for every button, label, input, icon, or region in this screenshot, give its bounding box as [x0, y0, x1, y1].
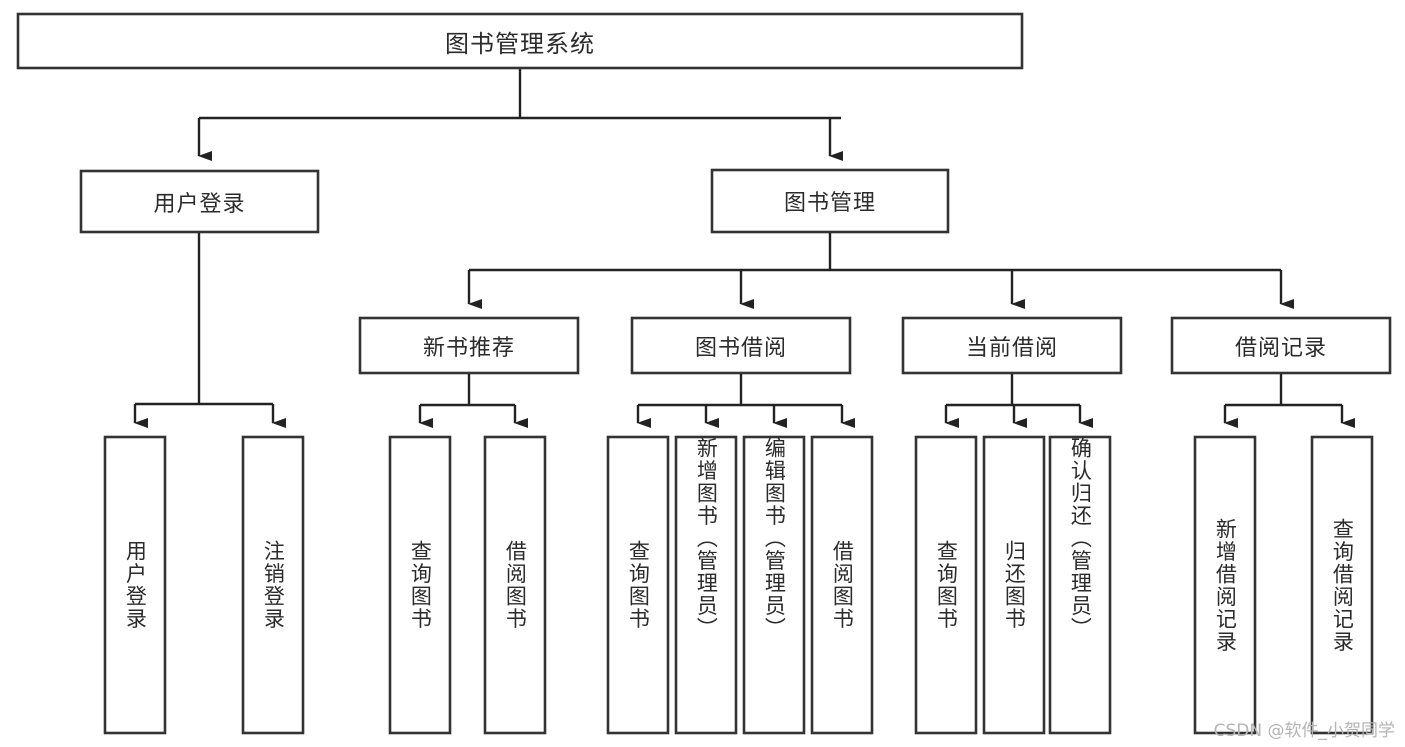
node-box-add-borrow-record[interactable]: [1193, 435, 1257, 735]
node-box-borrow-book-1[interactable]: [483, 435, 547, 735]
node-box-query-book-1[interactable]: [388, 435, 452, 735]
node-box-query-borrow-record[interactable]: [1310, 435, 1374, 735]
node-box-root[interactable]: [16, 12, 1024, 70]
connector-book-borrow-to-leaves: [636, 373, 855, 428]
watermark-text: CSDN @软件_小贺同学: [1213, 721, 1395, 741]
node-box-query-book-3[interactable]: [914, 435, 978, 735]
connector-book-manage-to-level2: [467, 232, 1294, 309]
node-box-current-borrow[interactable]: [901, 316, 1123, 375]
node-box-edit-book-admin[interactable]: [742, 435, 806, 735]
node-box-user-login-do[interactable]: [103, 435, 167, 735]
node-box-borrow-record[interactable]: [1170, 316, 1392, 375]
node-box-confirm-return-admin[interactable]: [1048, 435, 1112, 735]
node-box-return-book[interactable]: [982, 435, 1046, 735]
connector-new-book-recommend-to-leaves: [418, 373, 528, 428]
node-box-user-login[interactable]: [79, 169, 320, 234]
connector-user-login-to-leaves: [133, 232, 286, 428]
node-box-borrow-book-2[interactable]: [810, 435, 874, 735]
connector-borrow-record-to-leaves: [1223, 373, 1355, 428]
node-box-add-book-admin[interactable]: [674, 435, 738, 735]
connector-current-borrow-to-leaves: [944, 373, 1093, 428]
connector-root-to-level1: [197, 68, 843, 161]
node-box-new-book-recommend[interactable]: [358, 316, 580, 375]
node-box-user-logout[interactable]: [241, 435, 305, 735]
node-box-book-manage[interactable]: [710, 168, 950, 234]
node-box-query-book-2[interactable]: [606, 435, 670, 735]
node-box-book-borrow[interactable]: [630, 316, 852, 375]
